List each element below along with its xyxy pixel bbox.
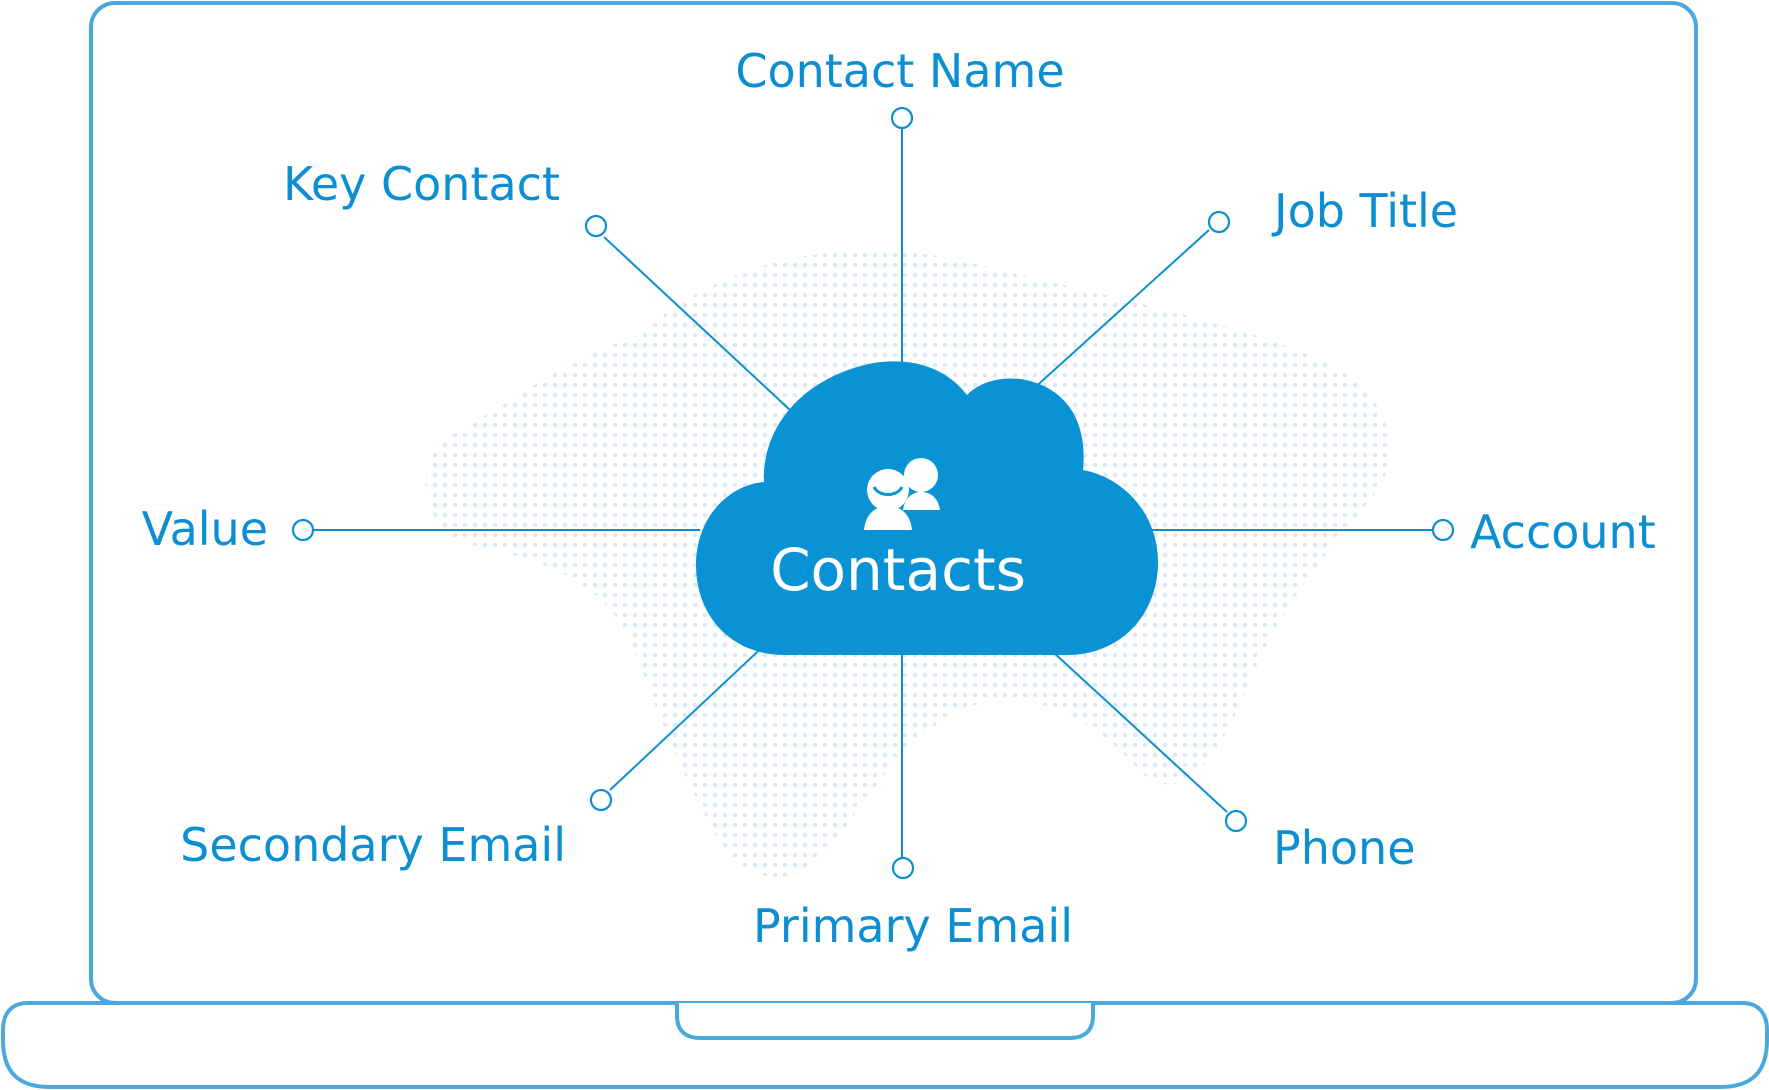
label-account: Account <box>1470 505 1656 559</box>
laptop-notch <box>675 1003 1095 1040</box>
node-primary-email <box>891 856 915 880</box>
laptop-base <box>0 1001 1769 1089</box>
label-contact-name: Contact Name <box>735 44 1064 98</box>
node-secondary-email <box>589 788 613 812</box>
connector-secondary-email <box>609 639 771 791</box>
connectors <box>312 127 1432 858</box>
label-phone: Phone <box>1273 821 1416 875</box>
contacts-cloud: Contacts <box>696 361 1158 655</box>
node-key-contact <box>584 214 608 238</box>
node-contact-name <box>890 106 914 130</box>
node-job-title <box>1207 210 1231 234</box>
label-secondary-email: Secondary Email <box>180 818 566 872</box>
node-value <box>291 518 315 542</box>
node-phone <box>1224 809 1248 833</box>
connector-phone <box>1039 639 1228 813</box>
center-label: Contacts <box>770 536 1026 604</box>
node-account <box>1431 518 1455 542</box>
label-value: Value <box>142 502 268 556</box>
field-labels: Contact Name Key Contact Job Title Value… <box>142 44 1656 953</box>
label-primary-email: Primary Email <box>753 899 1073 953</box>
connector-nodes <box>291 106 1455 880</box>
connector-key-contact <box>603 236 791 411</box>
connector-job-title <box>1009 229 1210 411</box>
label-job-title: Job Title <box>1271 184 1458 238</box>
label-key-contact: Key Contact <box>283 157 560 211</box>
contacts-people-icon <box>864 458 940 530</box>
